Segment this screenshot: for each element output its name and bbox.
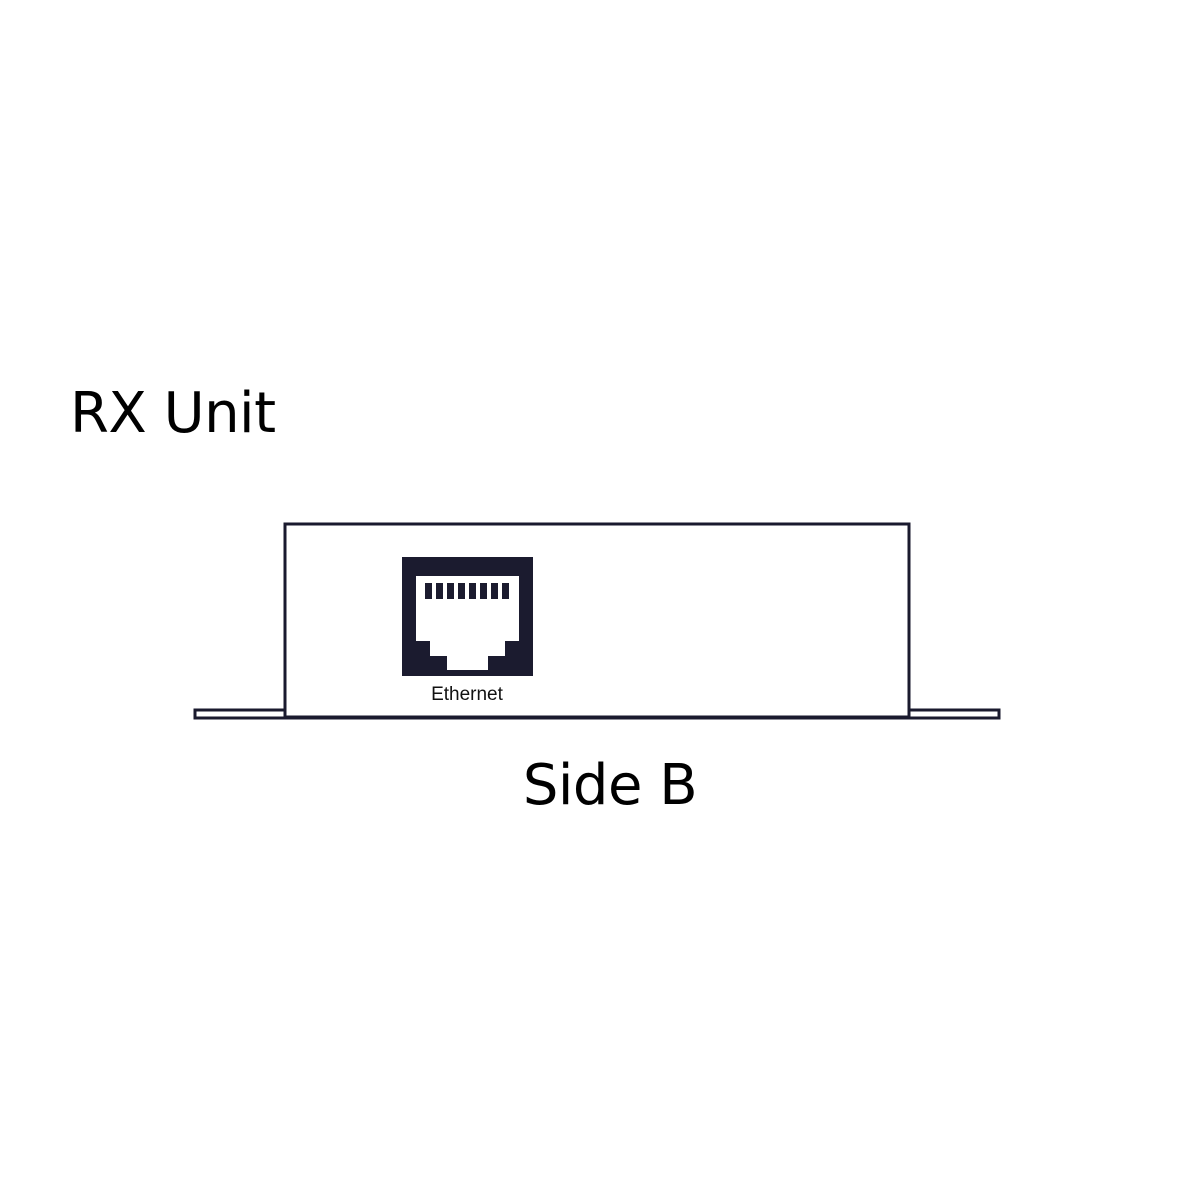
port-pins [425, 583, 509, 599]
enclosure-body [283, 522, 911, 719]
unit-title: RX Unit [70, 381, 276, 446]
rj45-port-icon [402, 557, 533, 676]
port-label-ethernet: Ethernet [431, 684, 504, 705]
side-label: Side B [522, 753, 698, 818]
